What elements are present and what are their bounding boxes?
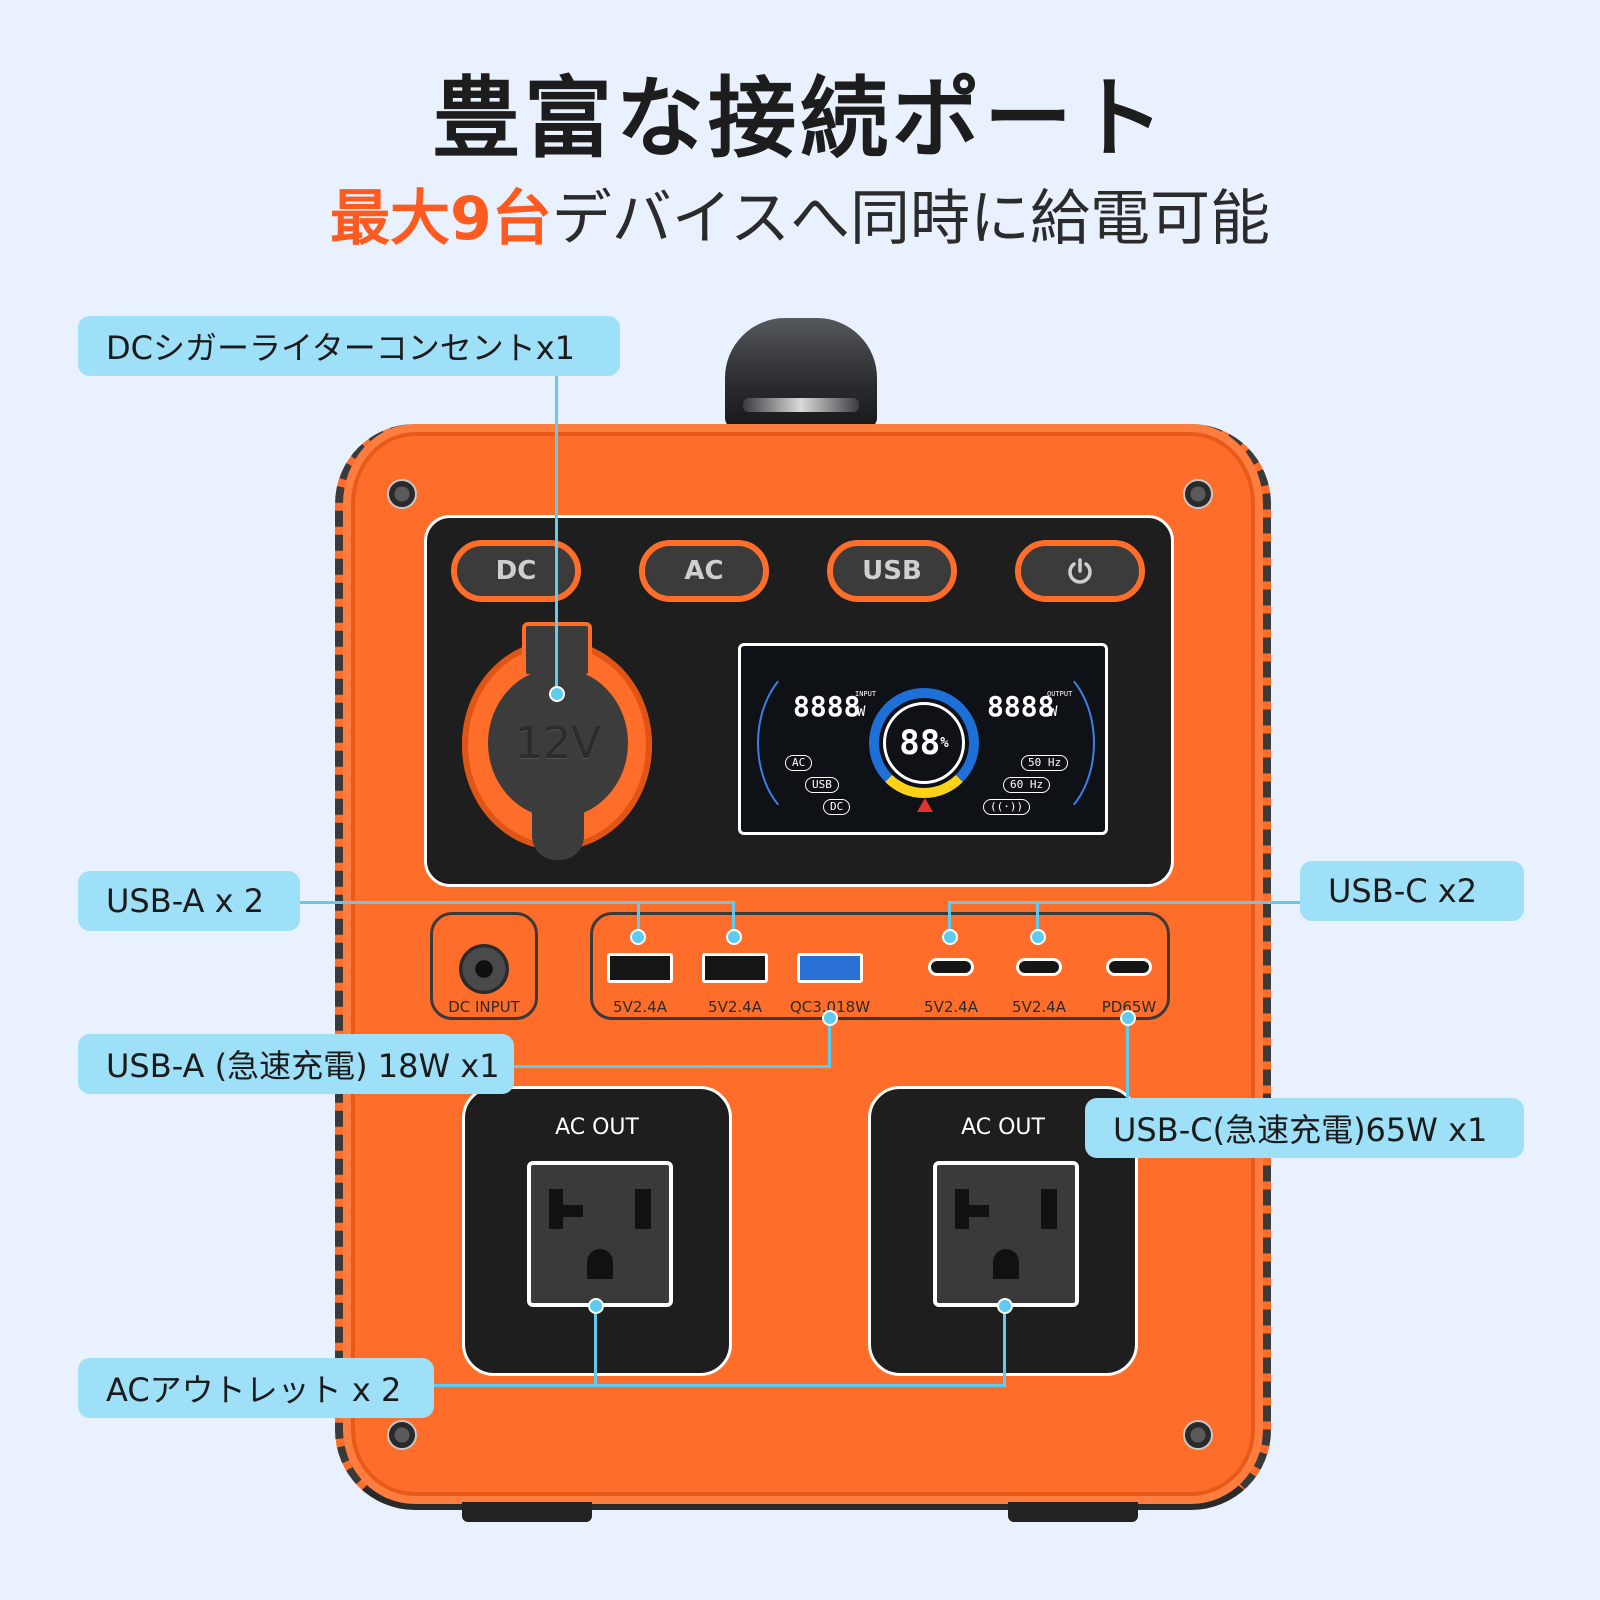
tag-50hz: 50 Hz: [1021, 755, 1069, 771]
screw-icon: [1183, 1420, 1213, 1450]
dc-input-label: DC INPUT: [448, 998, 520, 1016]
callout-dot: [588, 1298, 604, 1314]
callout-dot: [822, 1010, 838, 1026]
callout-line: [1126, 1018, 1129, 1128]
device-foot-right: [1008, 1502, 1138, 1522]
port-label: 5V2.4A: [924, 998, 978, 1016]
dc-input-jack[interactable]: [459, 944, 509, 994]
tag-usb: USB: [805, 777, 839, 793]
port-label: 5V2.4A: [613, 998, 667, 1016]
port-strip: [590, 912, 1170, 1020]
usb-c-port[interactable]: [1016, 958, 1062, 976]
outlet-slot: [635, 1189, 651, 1229]
callout-dot: [942, 929, 958, 945]
screw-icon: [387, 1420, 417, 1450]
display-arc-left: [757, 660, 877, 826]
callout-ac-outlet: ACアウトレット x 2: [78, 1358, 434, 1418]
callout-line: [637, 901, 640, 937]
ac-button[interactable]: AC: [639, 540, 769, 602]
tag-ac: AC: [785, 755, 813, 771]
callout-dot: [997, 1298, 1013, 1314]
tag-dc: DC: [823, 799, 851, 815]
input-watts: 8888: [793, 690, 861, 723]
battery-percent: 88: [899, 723, 941, 763]
callout-dot: [726, 929, 742, 945]
socket-cap-tab: [532, 800, 584, 860]
lcd-display: 8888 W INPUT 8888 W OUTPUT 88% AC USB DC…: [738, 643, 1108, 835]
callout-dot: [1120, 1010, 1136, 1026]
port-label: QC3.018W: [789, 998, 871, 1016]
usb-a-port[interactable]: [702, 953, 768, 983]
subtitle: 最大9台デバイスへ同時に給電可能: [0, 170, 1600, 257]
power-button[interactable]: [1015, 540, 1145, 602]
port-label: 5V2.4A: [708, 998, 762, 1016]
usb-a-fast-port[interactable]: [797, 953, 863, 983]
device-foot-left: [462, 1502, 592, 1522]
warning-icon: [917, 798, 933, 812]
callout-usb-a-fast: USB-A (急速充電) 18W x1: [78, 1034, 514, 1094]
callout-line: [732, 901, 735, 937]
callout-line: [555, 374, 558, 694]
output-unit: W: [1049, 704, 1058, 720]
callout-dot: [549, 686, 565, 702]
port-label: 5V2.4A: [1012, 998, 1066, 1016]
outlet-slot: [955, 1205, 989, 1217]
dc-input-frame: [430, 912, 538, 1020]
callout-usb-c: USB-C x2: [1300, 861, 1524, 921]
callout-line: [430, 1384, 1006, 1387]
usb-c-port[interactable]: [928, 958, 974, 976]
subtitle-rest: デバイスへ同時に給電可能: [551, 184, 1270, 254]
tag-wireless: ((·)): [983, 799, 1031, 815]
ac-out-label: AC OUT: [961, 1115, 1045, 1140]
ac-outlet-panel: AC OUT: [868, 1086, 1138, 1376]
callout-usb-c-fast: USB-C(急速充電)65W x1: [1085, 1098, 1524, 1158]
callout-line: [594, 1306, 597, 1386]
callout-line: [1003, 1306, 1006, 1386]
subtitle-accent: 最大9台: [330, 184, 552, 254]
ac-out-label: AC OUT: [555, 1115, 639, 1140]
outlet-slot: [1041, 1189, 1057, 1229]
battery-unit: %: [940, 735, 949, 751]
screw-icon: [1183, 479, 1213, 509]
power-icon: [1068, 558, 1092, 584]
ac-outlet-socket[interactable]: [933, 1161, 1079, 1307]
ac-outlet-panel: AC OUT: [462, 1086, 732, 1376]
callout-line: [298, 901, 734, 904]
display-arc-right: [975, 660, 1095, 826]
callout-dot: [630, 929, 646, 945]
carry-handle: [725, 318, 877, 428]
output-label: OUTPUT: [1047, 690, 1073, 698]
callout-line: [512, 1065, 830, 1068]
battery-gauge: 88%: [883, 702, 965, 784]
usb-c-fast-port[interactable]: [1106, 958, 1152, 976]
screw-icon: [387, 479, 417, 509]
outlet-ground: [993, 1249, 1019, 1279]
callout-line: [828, 1018, 831, 1068]
callout-line: [1036, 901, 1039, 937]
usb-a-port[interactable]: [607, 953, 673, 983]
page-title: 豊富な接続ポート: [431, 67, 1168, 170]
battery-ring: [869, 688, 979, 798]
callout-line: [948, 901, 951, 937]
outlet-slot: [549, 1205, 583, 1217]
callout-usb-a: USB-A x 2: [78, 871, 300, 931]
tag-60hz: 60 Hz: [1003, 777, 1051, 793]
callout-dc-cigarette: DCシガーライターコンセントx1: [78, 316, 620, 376]
port-label: PD65W: [1101, 998, 1157, 1016]
outlet-ground: [587, 1249, 613, 1279]
dc-button[interactable]: DC: [451, 540, 581, 602]
input-unit: W: [857, 704, 866, 720]
usb-button[interactable]: USB: [827, 540, 957, 602]
input-label: INPUT: [855, 690, 877, 698]
output-watts: 8888: [987, 690, 1055, 723]
socket-voltage-label: 12V: [514, 717, 602, 769]
callout-dot: [1030, 929, 1046, 945]
ac-outlet-socket[interactable]: [527, 1161, 673, 1307]
callout-line: [948, 901, 1300, 904]
